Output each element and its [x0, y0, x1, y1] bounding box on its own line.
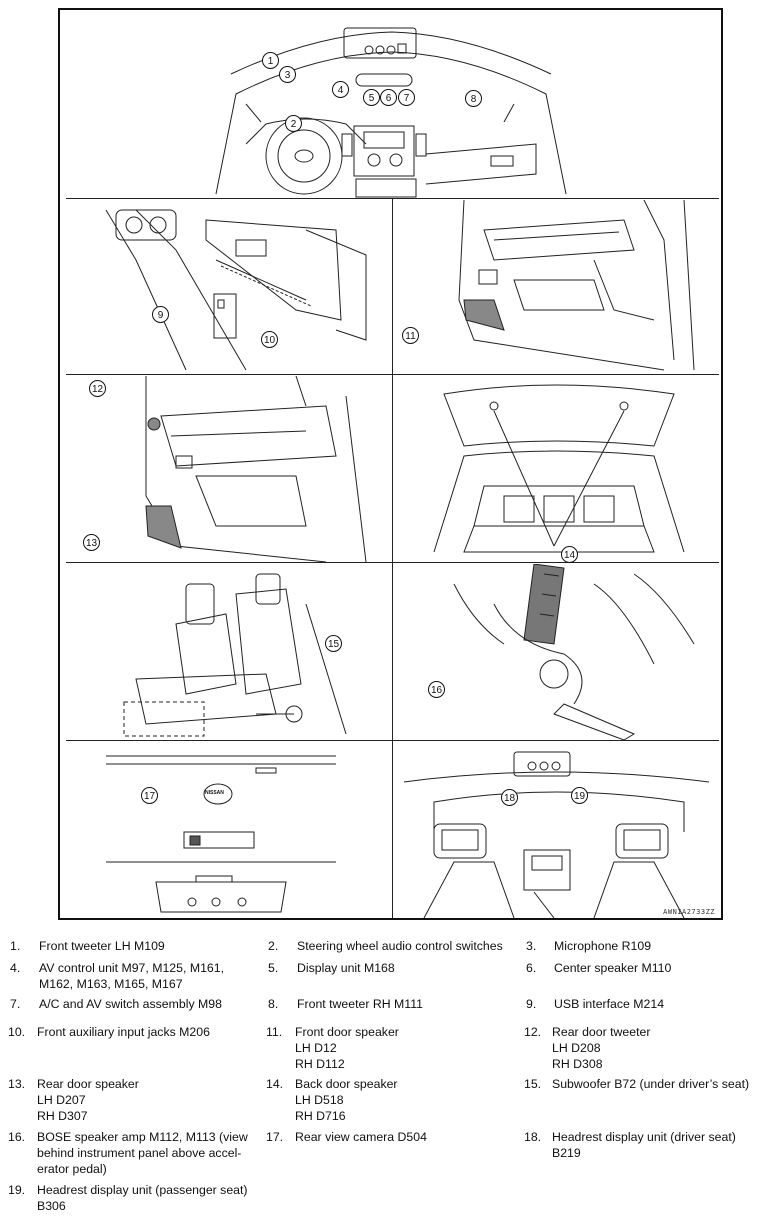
- callout-1: 1: [262, 52, 279, 69]
- panel-front-door: [394, 200, 719, 374]
- panel-rear-camera: NISSAN: [66, 742, 392, 918]
- callout-2: 2: [285, 115, 302, 132]
- callout-4: 4: [332, 81, 349, 98]
- callout-6: 6: [380, 89, 397, 106]
- callout-9: 9: [152, 306, 169, 323]
- panel-back-door-open: [394, 376, 719, 562]
- callout-7: 7: [398, 89, 415, 106]
- callout-15: 15: [325, 635, 342, 652]
- callout-19: 19: [571, 787, 588, 804]
- panel-driver-seat: [66, 564, 392, 740]
- callout-10: 10: [261, 331, 278, 348]
- figure-code: AWNIA2733ZZ: [663, 908, 715, 916]
- panel-center-console: [66, 200, 392, 374]
- callout-11: 11: [402, 327, 419, 344]
- callout-18: 18: [501, 789, 518, 806]
- panel-headrest-displays: [394, 742, 719, 918]
- panel-dashboard: [66, 14, 719, 198]
- callout-5: 5: [363, 89, 380, 106]
- callout-17: 17: [141, 787, 158, 804]
- callout-13: 13: [83, 534, 100, 551]
- callout-16: 16: [428, 681, 445, 698]
- rear-badge: NISSAN: [205, 790, 224, 796]
- component-location-diagram: NISSAN 1 2 3 4 5 6 7 8 9 10 11 12 13 14 …: [58, 8, 723, 920]
- panel-amp-location: [394, 564, 719, 740]
- panel-rear-door: [66, 376, 392, 562]
- callout-14: 14: [561, 546, 578, 563]
- callout-3: 3: [279, 66, 296, 83]
- callout-12: 12: [89, 380, 106, 397]
- callout-8: 8: [465, 90, 482, 107]
